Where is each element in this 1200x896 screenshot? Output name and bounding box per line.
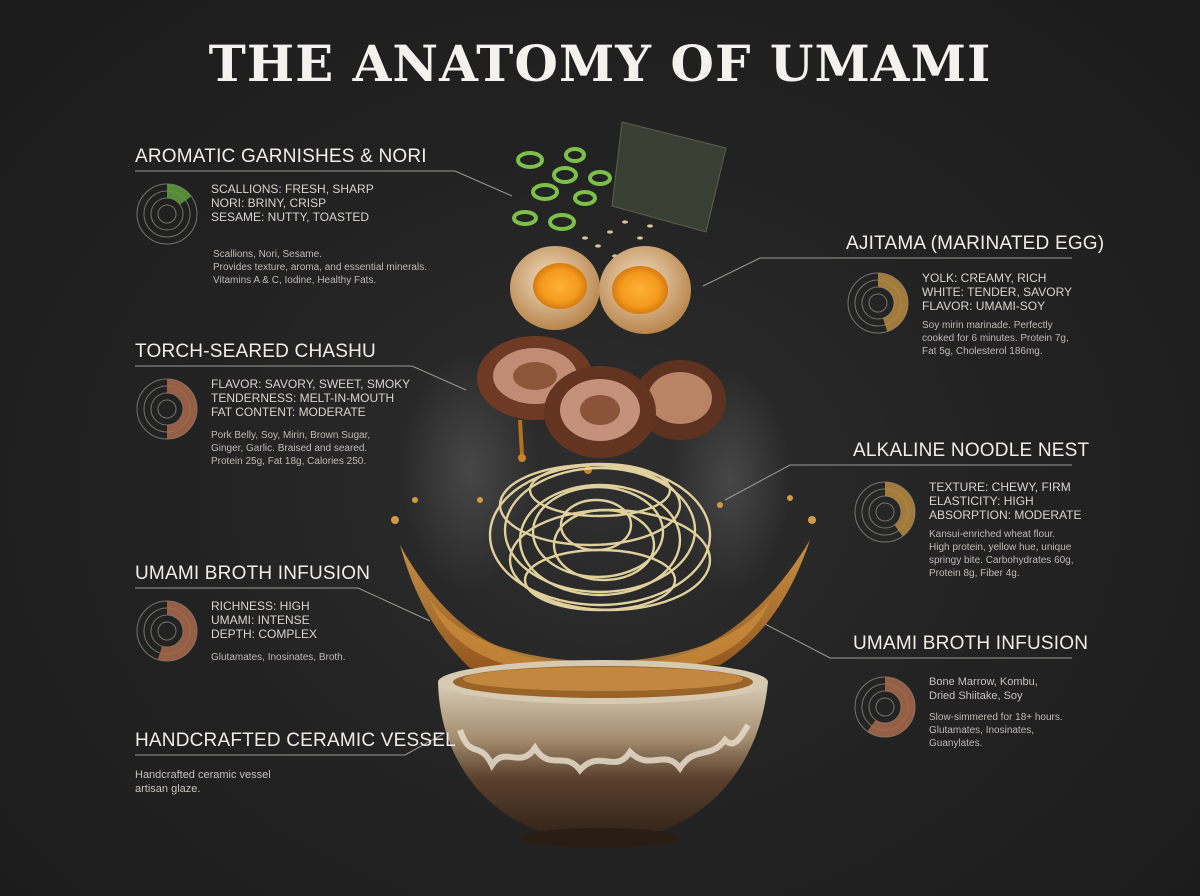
panel-noodle: ALKALINE NOODLE NEST TEXTURE: CHEWY, FIR… xyxy=(853,440,1090,580)
stat-line: ABSORPTION: MODERATE xyxy=(929,508,1082,522)
chashu-slices xyxy=(477,336,726,474)
gauge-ring xyxy=(157,621,177,641)
panel-egg: AJITAMA (MARINATED EGG) YOLK: CREAMY, RI… xyxy=(846,233,1105,358)
stat-line: ELASTICITY: HIGH xyxy=(929,494,1034,508)
gauge-ring xyxy=(868,293,888,313)
ring-gauge-icon xyxy=(854,481,916,543)
desc-line: Pork Belly, Soy, Mirin, Brown Sugar, xyxy=(211,430,371,441)
stat-line: SESAME: NUTTY, TOASTED xyxy=(211,210,370,224)
scallion-rings xyxy=(512,147,612,231)
ajitama-eggs xyxy=(510,246,691,334)
desc-line: Handcrafted ceramic vessel xyxy=(135,769,271,781)
leader-broth-right xyxy=(764,623,1072,659)
desc-line: Scallions, Nori, Sesame. xyxy=(213,249,322,260)
stat-line: Bone Marrow, Kombu, xyxy=(929,676,1038,688)
panel-desc-noodle: Kansui-enriched wheat flour. High protei… xyxy=(929,528,1081,580)
panel-garnish: AROMATIC GARNISHES & NORI SCALLIONS: FRE… xyxy=(135,146,455,287)
desc-line: Kansui-enriched wheat flour. xyxy=(929,529,1056,540)
gauge-fill xyxy=(157,601,197,661)
broth-splash xyxy=(391,495,816,678)
ring-gauge-icon xyxy=(136,183,198,245)
stat-line: Dried Shiitake, Soy xyxy=(929,690,1023,702)
gauge-fill xyxy=(867,677,915,737)
panel-title-noodle: ALKALINE NOODLE NEST xyxy=(853,440,1090,461)
gauge-ring xyxy=(868,690,902,724)
gauge-ring xyxy=(875,502,895,522)
panel-title-garnish: AROMATIC GARNISHES & NORI xyxy=(135,146,427,167)
stat-line: SCALLIONS: FRESH, SHARP xyxy=(211,182,374,196)
stat-line: NORI: BRINY, CRISP xyxy=(211,196,327,210)
panel-vessel: HANDCRAFTED CERAMIC VESSEL Handcrafted c… xyxy=(135,730,456,796)
gauge-ring xyxy=(157,399,177,419)
ring-gauge-icon xyxy=(854,676,916,738)
desc-line: Slow-simmered for 18+ hours. xyxy=(929,712,1063,723)
leader-egg xyxy=(702,257,1072,287)
gauge-fill xyxy=(167,184,192,205)
noodle-nest xyxy=(488,462,712,612)
desc-line: cooked for 6 minutes. Protein 7g, xyxy=(922,333,1069,344)
stat-line: TENDERNESS: MELT-IN-MOUTH xyxy=(211,391,395,405)
gauge-fill xyxy=(878,273,908,332)
desc-line: Ginger, Garlic. Braised and seared. xyxy=(211,443,368,454)
gauge-ring xyxy=(157,204,177,224)
panel-title-vessel: HANDCRAFTED CERAMIC VESSEL xyxy=(135,730,456,751)
stat-line: TEXTURE: CHEWY, FIRM xyxy=(929,480,1071,494)
panel-desc-egg: Soy mirin marinade. Perfectly cooked for… xyxy=(922,319,1072,358)
ring-gauge-icon xyxy=(136,600,198,662)
stat-line: FLAVOR: SAVORY, SWEET, SMOKY xyxy=(211,377,411,391)
panel-desc-broth-left: Glutamates, Inosinates, Broth. xyxy=(211,651,346,664)
ring-gauge-icon xyxy=(136,378,198,440)
nori-sheet xyxy=(611,121,727,233)
panel-broth-left: UMAMI BROTH INFUSION RICHNESS: HIGH UMAM… xyxy=(135,563,455,664)
gauge-ring xyxy=(868,495,902,529)
desc-line: Protein 25g, Fat 18g, Calories 250. xyxy=(211,456,367,467)
ring-gauge-icon xyxy=(847,272,909,334)
stat-line: DEPTH: COMPLEX xyxy=(211,627,318,641)
desc-line: springy bite. Carbohydrates 60g, xyxy=(929,555,1074,566)
desc-line: Glutamates, Inosinates, Broth. xyxy=(211,652,346,663)
stat-line: FAT CONTENT: MODERATE xyxy=(211,405,366,419)
panel-desc-garnish: Scallions, Nori, Sesame. Provides textur… xyxy=(213,248,455,287)
desc-line: artisan glaze. xyxy=(135,783,201,795)
gauge-fill xyxy=(167,379,197,439)
desc-line: High protein, yellow hue, unique xyxy=(929,542,1072,553)
gauge-fill xyxy=(885,482,915,537)
gauge-ring xyxy=(861,286,895,320)
stat-line: RICHNESS: HIGH xyxy=(211,599,310,613)
leader-broth-left xyxy=(135,587,431,622)
panel-title-broth-right: UMAMI BROTH INFUSION xyxy=(853,633,1089,654)
gauge-ring xyxy=(150,614,184,648)
panel-chashu: TORCH-SEARED CHASHU FLAVOR: SAVORY, SWEE… xyxy=(135,341,455,468)
stat-line: FLAVOR: UMAMI-SOY xyxy=(922,299,1046,313)
panel-broth-right: UMAMI BROTH INFUSION Bone Marrow, Kombu,… xyxy=(853,633,1089,750)
panel-title-broth-left: UMAMI BROTH INFUSION xyxy=(135,563,371,584)
desc-line: Glutamates, Inosinates, xyxy=(929,725,1035,736)
panel-desc-broth-right: Slow-simmered for 18+ hours. Glutamates,… xyxy=(929,711,1063,750)
desc-line: Vitamins A & C, Iodine, Healthy Fats. xyxy=(213,275,377,286)
desc-line: Guanylates. xyxy=(929,738,983,749)
panel-desc-chashu: Pork Belly, Soy, Mirin, Brown Sugar, Gin… xyxy=(211,429,410,468)
gauge-ring xyxy=(150,197,184,231)
desc-line: Protein 8g, Fiber 4g. xyxy=(929,568,1020,579)
panel-desc-vessel: Handcrafted ceramic vessel artisan glaze… xyxy=(135,768,435,796)
panel-title-chashu: TORCH-SEARED CHASHU xyxy=(135,341,376,362)
stat-line: YOLK: CREAMY, RICH xyxy=(922,271,1047,285)
stat-line: UMAMI: INTENSE xyxy=(211,613,310,627)
desc-line: Fat 5g, Cholesterol 186mg. xyxy=(922,346,1043,357)
gauge-ring xyxy=(875,697,895,717)
leader-garnish xyxy=(135,170,513,197)
ceramic-bowl xyxy=(438,660,768,848)
page-title: THE ANATOMY OF UMAMI xyxy=(208,34,992,93)
leader-vessel xyxy=(135,732,446,756)
desc-line: Provides texture, aroma, and essential m… xyxy=(213,262,427,273)
gauge-ring xyxy=(150,392,184,426)
desc-line: Soy mirin marinade. Perfectly xyxy=(922,320,1053,331)
stat-line: WHITE: TENDER, SAVORY xyxy=(922,285,1073,299)
panel-title-egg: AJITAMA (MARINATED EGG) xyxy=(846,233,1105,254)
panel-row-garnish: SCALLIONS: FRESH, SHARP NORI: BRINY, CRI… xyxy=(135,182,455,246)
